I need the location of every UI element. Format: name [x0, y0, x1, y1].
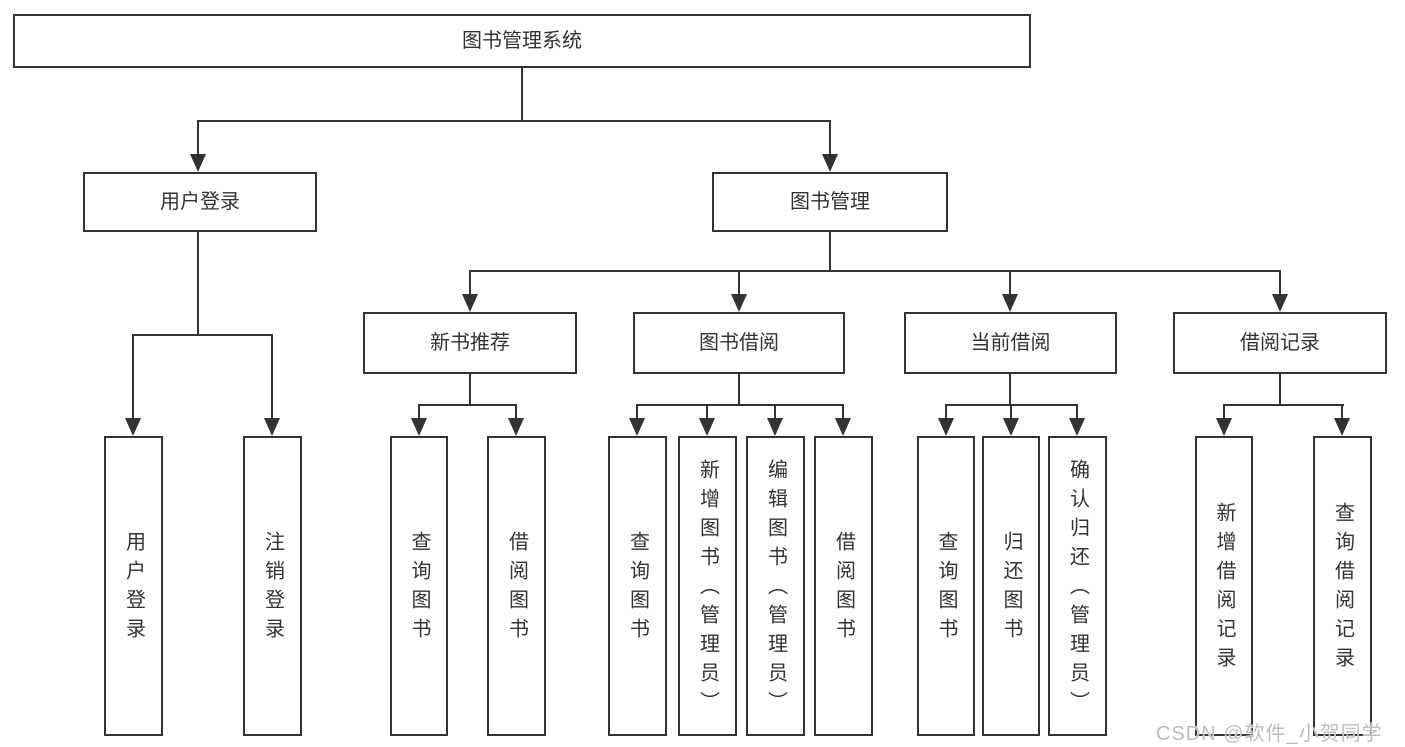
arrowhead-down	[125, 418, 141, 436]
leaf-query-books-3: 查询图书	[917, 436, 975, 736]
leaf-logout: 注销登录	[243, 436, 302, 736]
connector-vline	[1341, 404, 1343, 420]
arrowhead-down	[462, 294, 478, 312]
arrowhead-down	[1216, 418, 1232, 436]
arrowhead-down	[822, 154, 838, 172]
connector-hline	[418, 404, 517, 406]
connector-vline	[774, 404, 776, 420]
node-borrowing-records: 借阅记录	[1173, 312, 1387, 374]
leaf-borrow-books-2: 借阅图书	[814, 436, 873, 736]
arrowhead-down	[767, 418, 783, 436]
connector-vline	[469, 270, 471, 296]
connector-vline	[521, 68, 523, 122]
connector-vline	[132, 334, 134, 420]
leaf-add-borrow-record: 新增借阅记录	[1195, 436, 1253, 736]
connector-vline	[706, 404, 708, 420]
connector-hline	[197, 120, 831, 122]
leaf-user-login: 用户登录	[104, 436, 163, 736]
leaf-confirm-return-admin: 确认归还（管理员）	[1048, 436, 1107, 736]
node-book-management-branch: 图书管理	[712, 172, 948, 232]
connector-vline	[1076, 404, 1078, 420]
node-book-borrowing: 图书借阅	[633, 312, 845, 374]
arrowhead-down	[1002, 294, 1018, 312]
connector-vline	[829, 120, 831, 156]
leaf-query-books-2: 查询图书	[608, 436, 667, 736]
connector-vline	[197, 120, 199, 156]
arrowhead-down	[731, 294, 747, 312]
arrowhead-down	[938, 418, 954, 436]
arrowhead-down	[190, 154, 206, 172]
leaf-return-books: 归还图书	[982, 436, 1040, 736]
csdn-watermark: CSDN @软件_小贺同学	[1156, 723, 1383, 745]
arrowhead-down	[835, 418, 851, 436]
leaf-query-books-1: 查询图书	[390, 436, 448, 736]
arrowhead-down	[1334, 418, 1350, 436]
connector-vline	[1010, 404, 1012, 420]
connector-vline	[515, 404, 517, 420]
connector-vline	[1009, 374, 1011, 406]
node-current-borrowing: 当前借阅	[904, 312, 1117, 374]
connector-hline	[469, 270, 1281, 272]
connector-hline	[1223, 404, 1344, 406]
arrowhead-down	[1003, 418, 1019, 436]
arrowhead-down	[264, 418, 280, 436]
connector-hline	[636, 404, 844, 406]
connector-vline	[1279, 374, 1281, 406]
connector-vline	[738, 374, 740, 406]
connector-vline	[418, 404, 420, 420]
node-new-book-recommend: 新书推荐	[363, 312, 577, 374]
connector-vline	[945, 404, 947, 420]
connector-vline	[1279, 270, 1281, 296]
connector-vline	[829, 232, 831, 272]
connector-vline	[842, 404, 844, 420]
connector-vline	[469, 374, 471, 406]
connector-vline	[738, 270, 740, 296]
arrowhead-down	[629, 418, 645, 436]
arrowhead-down	[508, 418, 524, 436]
arrowhead-down	[1272, 294, 1288, 312]
leaf-borrow-books-1: 借阅图书	[487, 436, 546, 736]
connector-vline	[197, 232, 199, 336]
leaf-add-books-admin: 新增图书（管理员）	[678, 436, 737, 736]
connector-vline	[636, 404, 638, 420]
connector-vline	[1223, 404, 1225, 420]
leaf-query-borrow-record: 查询借阅记录	[1313, 436, 1372, 736]
connector-hline	[132, 334, 273, 336]
arrowhead-down	[411, 418, 427, 436]
connector-vline	[271, 334, 273, 420]
arrowhead-down	[1069, 418, 1085, 436]
arrowhead-down	[699, 418, 715, 436]
leaf-edit-books-admin: 编辑图书（管理员）	[746, 436, 805, 736]
node-user-login-branch: 用户登录	[83, 172, 317, 232]
connector-vline	[1009, 270, 1011, 296]
node-root: 图书管理系统	[13, 14, 1031, 68]
